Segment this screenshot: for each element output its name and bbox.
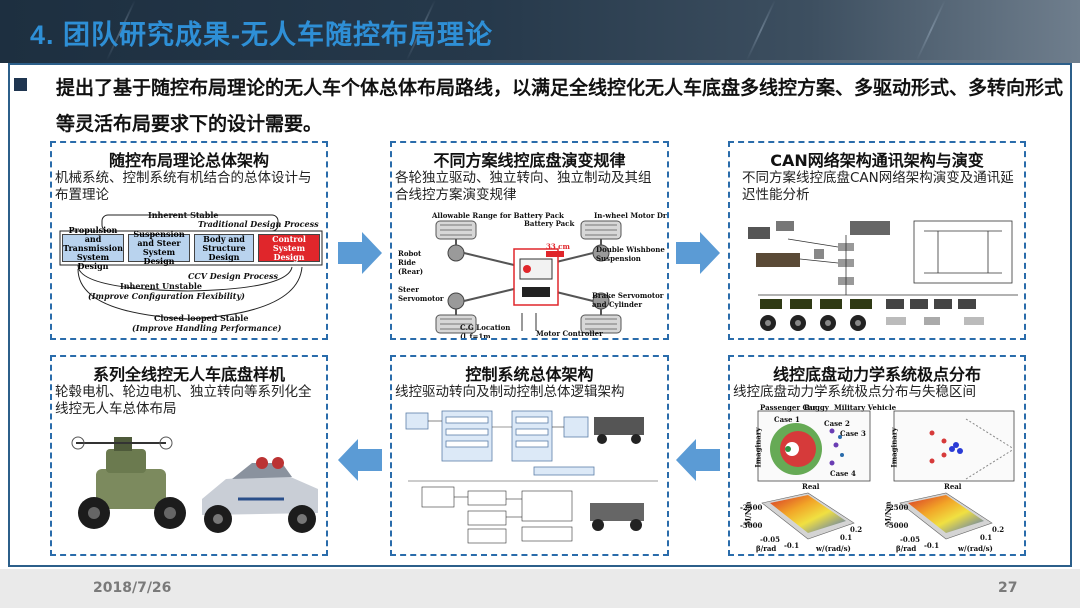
panel-control-architecture: 控制系统总体架构 线控驱动转向及制动控制总体逻辑架构 <box>390 355 669 556</box>
architecture-diagram: Inherent Stable Traditional Design Proce… <box>58 209 324 337</box>
legend-buggy: Buggy <box>804 403 829 412</box>
panel-description: 不同方案线控底盘CAN网络架构演变及通讯延迟性能分析 <box>742 170 1014 203</box>
tick-x-3: 0.1 <box>840 533 853 542</box>
panel-description: 各轮独立驱动、独立转向、独立制动及其组合线控方案演变规律 <box>395 170 652 203</box>
bullet-text: 提出了基于随控布局理论的无人车个体总体布局路线，以满足全线控化无人车底盘多线控方… <box>56 77 1064 135</box>
box-body: Body and Structure Design <box>194 234 254 262</box>
panel-chassis-evolution: 不同方案线控底盘演变规律 各轮独立驱动、独立转向、独立制动及其组合线控方案演变规… <box>390 141 669 340</box>
footer-date: 2018/7/26 <box>93 580 172 596</box>
box-control: Control System Design <box>258 234 320 262</box>
pole-plots: Passenger Car Buggy Military Vehicle Cas… <box>736 403 1022 553</box>
arrow-left-icon <box>676 439 720 481</box>
panel-pole-distribution: 线控底盘动力学系统极点分布 线控底盘动力学系统极点分布与失稳区间 <box>728 355 1026 556</box>
panel-architecture: 随控布局理论总体架构 机械系统、控制系统有机结合的总体设计与布置理论 Inher… <box>50 141 328 340</box>
can-network-drawing <box>748 220 1018 331</box>
prototype-photos <box>56 429 326 553</box>
tick-x-1: -0.1 <box>784 541 800 550</box>
label-dimension: 33 cm <box>546 242 570 251</box>
footer-band <box>0 569 1080 608</box>
label-motor-controller: Motor Controller <box>536 329 603 338</box>
tick-z-3: -2500 <box>886 503 909 512</box>
tick-y-1: -0.05 <box>760 535 780 544</box>
title-bar-decoration <box>916 0 946 60</box>
label-double-wishbone: Double Wishbone Suspension <box>596 245 665 263</box>
tick-y-2: -0.05 <box>900 535 920 544</box>
page-number: 27 <box>998 580 1018 596</box>
label-steer-servo: Steer Servomotor <box>398 285 444 303</box>
label-ccv-process: CCV Design Process <box>188 271 279 281</box>
title-underline <box>0 60 1080 63</box>
label-battery-pack: Battery Pack <box>524 219 575 228</box>
label-robot-ride: Robot Ride (Rear) <box>398 249 424 276</box>
panel-prototypes: 系列全线控无人车底盘样机 轮毂电机、轮边电机、独立转向等系列化全线控无人车总体布… <box>50 355 328 556</box>
tick-z-2: -5000 <box>740 521 763 530</box>
label-improve-config: (Improve Configuration Flexibility) <box>88 291 245 301</box>
label-brake-servo: Brake Servomotor and Cylinder <box>592 291 664 309</box>
prototype-vehicles-drawing <box>71 436 318 533</box>
panel-title: 系列全线控无人车底盘样机 <box>92 365 285 384</box>
tick-z-4: -5000 <box>886 521 909 530</box>
label-surface-y: β/rad <box>756 544 777 553</box>
panel-description: 线控驱动转向及制动控制总体逻辑架构 <box>395 384 625 400</box>
panel-title: 不同方案线控底盘演变规律 <box>433 151 626 170</box>
label-axis-real-2: Real <box>944 482 962 491</box>
bullet-square-icon <box>14 78 27 91</box>
label-inherent-unstable: Inherent Unstable <box>120 281 202 291</box>
panel-title: 随控布局理论总体架构 <box>108 151 269 170</box>
label-axis-imag-2: Imaginary <box>889 427 899 468</box>
tick-x-6: 0.2 <box>992 525 1005 534</box>
tick-x-2: -0.1 <box>924 541 940 550</box>
chassis-diagram: Allowable Range for Battery Pack Battery… <box>396 211 669 340</box>
label-in-wheel-motor: In-wheel Motor Driven System <box>594 211 669 220</box>
chassis-drawing <box>435 220 622 334</box>
tick-x-4: 0.1 <box>980 533 993 542</box>
title-bar-decoration <box>746 0 776 60</box>
label-axis-imag: Imaginary <box>753 427 763 468</box>
panel-title: 线控底盘动力学系统极点分布 <box>772 365 981 384</box>
label-case-2: Case 2 <box>824 419 850 428</box>
label-axis-real: Real <box>802 482 820 491</box>
label-improve-handling: (Improve Handling Performance) <box>132 323 282 333</box>
label-traditional-process: Traditional Design Process <box>198 219 319 229</box>
label-allowable-range: Allowable Range for Battery Pack <box>432 211 564 220</box>
panel-title: CAN网络架构通讯架构与演变 <box>770 151 984 170</box>
pole-plots-drawing <box>757 410 1015 540</box>
box-propulsion: Propulsion and Transmission System Desig… <box>62 224 124 271</box>
label-surface-y-2: β/rad <box>896 544 917 553</box>
panel-description: 线控底盘动力学系统极点分布与失稳区间 <box>733 384 976 400</box>
panel-description: 机械系统、控制系统有机结合的总体设计与布置理论 <box>55 170 312 203</box>
label-cg-location: C.G Location (l_f=1m l_r=1.2m) <box>460 323 511 340</box>
tick-x-5: 0.2 <box>850 525 863 534</box>
title-bar: 4. 团队研究成果-无人车随控布局理论 <box>0 0 1080 60</box>
legend-military: Military Vehicle <box>834 403 897 412</box>
control-architecture-drawing <box>405 410 658 544</box>
arrow-right-icon <box>676 232 720 274</box>
label-inherent-stable: Inherent Stable <box>148 210 219 220</box>
label-case-1: Case 1 <box>774 415 800 424</box>
can-network-figure <box>738 215 1020 337</box>
label-surface-x: w/(rad/s) <box>816 544 851 553</box>
label-case-3: Case 3 <box>840 429 866 438</box>
panel-description: 轮毂电机、轮边电机、独立转向等系列化全线控无人车总体布局 <box>55 384 312 417</box>
arrow-left-icon <box>338 439 382 481</box>
architecture-diagram-lines <box>59 214 323 320</box>
arrow-right-icon <box>338 232 382 274</box>
label-closed-loop: Closed-looped Stable <box>154 313 249 323</box>
tick-z-1: -2500 <box>740 503 763 512</box>
slide-title: 4. 团队研究成果-无人车随控布局理论 <box>30 20 494 50</box>
label-surface-x-2: w/(rad/s) <box>958 544 993 553</box>
box-suspension: Suspension and Steer System Design <box>128 230 190 266</box>
panel-title: 控制系统总体架构 <box>465 365 594 384</box>
panel-can-network: CAN网络架构通讯架构与演变 不同方案线控底盘CAN网络架构演变及通讯延迟性能分… <box>728 141 1026 340</box>
legend-passenger-car: Passenger Car <box>760 403 817 412</box>
control-architecture-figure <box>402 407 664 553</box>
label-case-4: Case 4 <box>830 469 856 478</box>
